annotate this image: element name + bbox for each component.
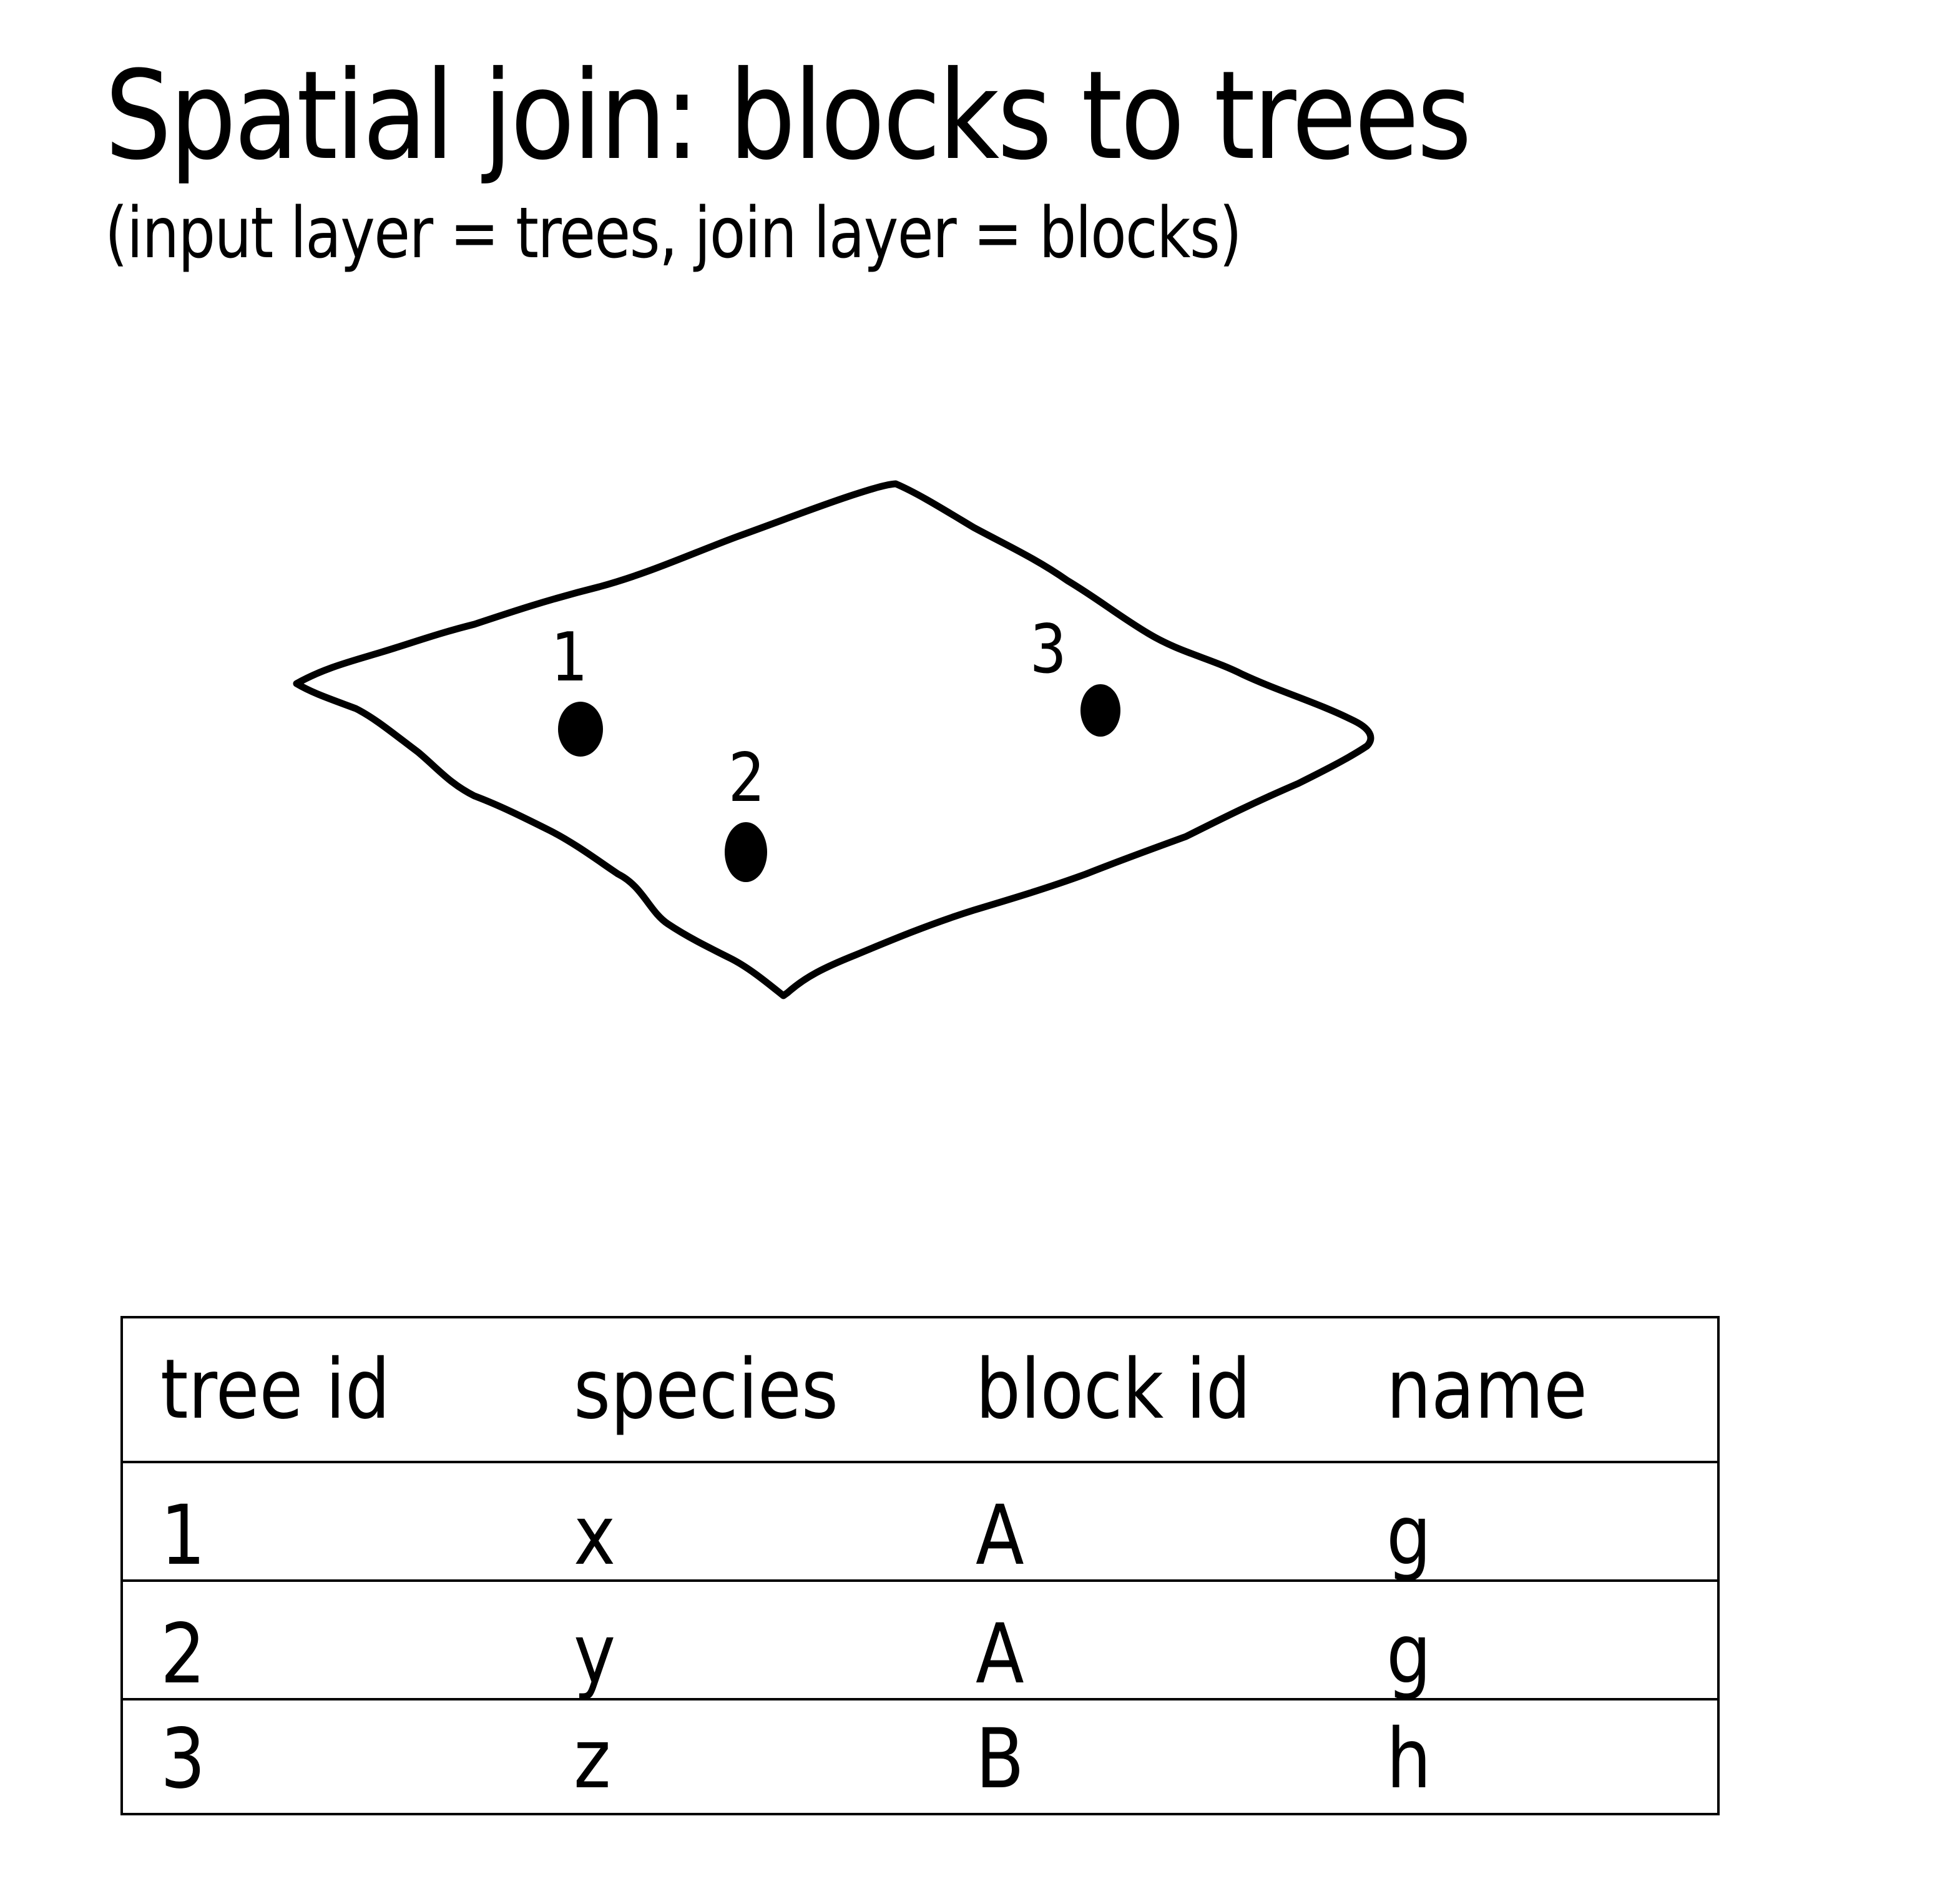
cell-tree-id: 3	[160, 1711, 206, 1807]
joined-attribute-table: tree id species block id name 1 x A g 2 …	[120, 1316, 1720, 1815]
cell-name: g	[1386, 1606, 1432, 1702]
page-title: Spatial join: blocks to trees	[105, 45, 1472, 187]
column-header-name: name	[1386, 1342, 1587, 1438]
table-row: 2 y A g	[123, 1582, 1717, 1700]
tree-point-2	[725, 822, 767, 882]
table-row: 3 z B h	[123, 1700, 1717, 1815]
block-diagram	[293, 480, 1374, 999]
table-header-row: tree id species block id name	[123, 1318, 1717, 1463]
tree-point-3	[1080, 684, 1120, 737]
cell-species: x	[574, 1488, 616, 1584]
cell-species: y	[574, 1606, 616, 1702]
column-header-species: species	[574, 1342, 838, 1438]
cell-name: h	[1386, 1711, 1431, 1807]
column-header-tree-id: tree id	[160, 1342, 391, 1438]
cell-tree-id: 2	[160, 1606, 206, 1702]
tree-label-3: 3	[1030, 611, 1067, 689]
block-polygon	[293, 480, 1374, 999]
tree-label-2: 2	[728, 739, 765, 817]
table-row: 1 x A g	[123, 1463, 1717, 1582]
cell-name: g	[1386, 1488, 1432, 1584]
cell-block-id: A	[976, 1488, 1024, 1584]
cell-species: z	[574, 1711, 611, 1807]
page-subtitle: (input layer = trees, join layer = block…	[105, 193, 1242, 274]
cell-block-id: A	[976, 1606, 1024, 1702]
cell-block-id: B	[976, 1711, 1024, 1807]
tree-label-1: 1	[550, 619, 587, 697]
cell-tree-id: 1	[160, 1488, 206, 1584]
tree-point-1	[558, 702, 603, 757]
column-header-block-id: block id	[976, 1342, 1251, 1438]
